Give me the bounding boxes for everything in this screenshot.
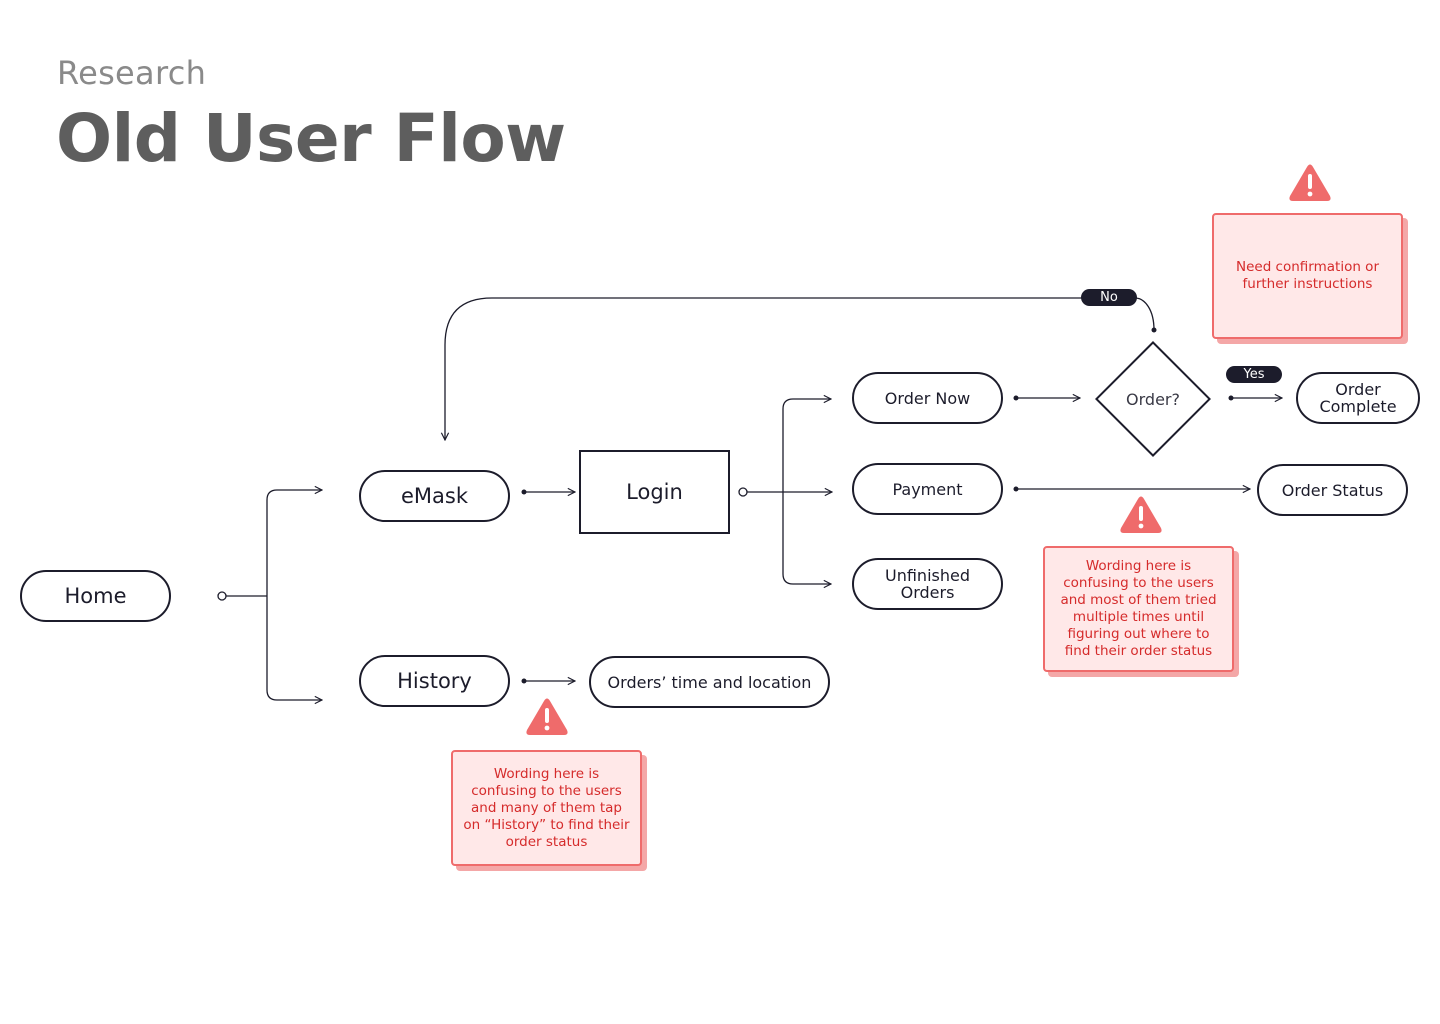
node-unfinished-orders-line-2: Orders [900, 583, 955, 602]
node-emask: eMask [359, 470, 510, 522]
node-login: Login [579, 450, 730, 534]
page-title: Old User Flow [56, 100, 566, 177]
node-unfinished-orders-line-1: Unfinished [885, 566, 970, 585]
note-order-confirmation: Need confirmation or further instruction… [1212, 213, 1403, 339]
node-order-complete-line-2: Complete [1319, 397, 1397, 416]
node-order-now-label: Order Now [884, 388, 971, 408]
edge-label-no: No [1081, 289, 1137, 306]
node-history: History [359, 655, 510, 707]
node-unfinished-orders: Unfinished Orders [852, 558, 1003, 610]
node-order-complete: Order Complete [1296, 372, 1420, 424]
node-orders-time-location-label: Orders’ time and location [607, 672, 812, 692]
connector-dot [217, 591, 227, 601]
warning-triangle-icon [1289, 164, 1331, 201]
node-payment-label: Payment [892, 479, 963, 499]
node-history-label: History [397, 668, 472, 693]
edge-home-to-emask [266, 490, 322, 596]
edge-login-to-unfinished [782, 492, 831, 584]
node-order-now: Order Now [852, 372, 1003, 424]
note-history-wording: Wording here is confusing to the users a… [451, 750, 642, 866]
node-login-label: Login [626, 479, 683, 504]
edge-home-to-history [266, 596, 322, 700]
edge-decision-no [445, 297, 1155, 440]
node-home: Home [20, 570, 171, 622]
note-payment-wording: Wording here is confusing to the users a… [1043, 546, 1234, 672]
node-order-status: Order Status [1257, 464, 1408, 516]
node-order-decision: Order? [1095, 341, 1211, 457]
warning-triangle-icon [526, 698, 568, 735]
edge-label-yes: Yes [1226, 366, 1282, 383]
node-emask-label: eMask [400, 483, 468, 508]
section-eyebrow: Research [57, 54, 207, 92]
edge-login-to-order-now [782, 399, 831, 492]
node-orders-time-location: Orders’ time and location [589, 656, 830, 708]
node-order-decision-label: Order? [1126, 389, 1180, 409]
connector-dot [738, 487, 748, 497]
warning-triangle-icon [1120, 496, 1162, 533]
node-home-label: Home [64, 583, 127, 608]
node-order-complete-line-1: Order [1335, 380, 1381, 399]
node-payment: Payment [852, 463, 1003, 515]
node-order-status-label: Order Status [1281, 480, 1384, 500]
